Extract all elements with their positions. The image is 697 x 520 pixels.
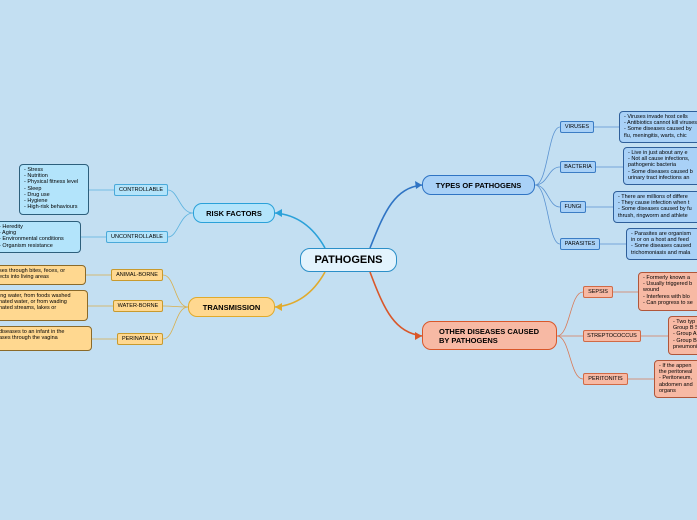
link-root-other [369,271,423,337]
leaf-sepsis-notes[interactable]: - Formerly known a - Usually triggered b… [638,272,697,311]
link-root-transmission [274,271,326,308]
arrow-transmission [275,303,282,311]
branch-transmission[interactable]: TRANSMISSION [188,297,275,317]
leaf-animal-borne-notes[interactable]: ses through bites, feces, or ects into l… [0,265,86,285]
leaf-fungi-notes[interactable]: - There are millions of differe - They c… [613,191,697,223]
sub-streptococcus[interactable]: STREPTOCOCCUS [583,330,641,342]
arrow-other [415,332,422,340]
sub-parasites[interactable]: PARASITES [560,238,600,250]
branch-other-diseases[interactable]: OTHER DISEASES CAUSED BY PATHOGENS [422,321,557,350]
root-node-pathogens[interactable]: PATHOGENS [300,248,397,272]
leaf-controllable-notes[interactable]: - Stress - Nutrition - Physical fitness … [19,164,89,215]
sub-peritonitis[interactable]: PERITONITIS [583,373,628,385]
sub-animal-borne[interactable]: ANIMAL-BORNE [111,269,163,281]
branch-risk-factors[interactable]: RISK FACTORS [193,203,275,223]
sub-bacteria[interactable]: BACTERIA [560,161,596,173]
leaf-water-borne-notes[interactable]: ing water, from foods washed nated water… [0,290,88,321]
leaf-bacteria-notes[interactable]: - Live in just about any e - Not all cau… [623,147,697,185]
leaf-viruses-notes[interactable]: - Viruses invade host cells - Antibiotic… [619,111,697,143]
sub-uncontrollable[interactable]: UNCONTROLLABLE [106,231,168,243]
leaf-perinatally-notes[interactable]: diseases to an infant in the ases throug… [0,326,92,351]
sub-perinatally[interactable]: PERINATALLY [117,333,163,345]
sub-controllable[interactable]: CONTROLLABLE [114,184,168,196]
link-root-risk [274,212,326,249]
leaf-parasites-notes[interactable]: - Parasites are organism in or on a host… [626,228,697,260]
sub-fungi[interactable]: FUNGI [560,201,586,213]
arrow-risk [275,209,282,217]
arrow-types [415,181,422,189]
leaf-peritonitis-notes[interactable]: - If the appen the peritoneal - Peritone… [654,360,697,398]
sub-sepsis[interactable]: SEPSIS [583,286,613,298]
link-root-types [369,184,423,249]
branch-types-of-pathogens[interactable]: TYPES OF PATHOGENS [422,175,535,195]
sub-viruses[interactable]: VIRUSES [560,121,594,133]
leaf-streptococcus-notes[interactable]: - Two typ Group B S - Group A - Group B … [668,316,697,355]
leaf-uncontrollable-notes[interactable]: - Heredity - Aging - Environmental condi… [0,221,81,253]
sub-water-borne[interactable]: WATER-BORNE [113,300,163,312]
